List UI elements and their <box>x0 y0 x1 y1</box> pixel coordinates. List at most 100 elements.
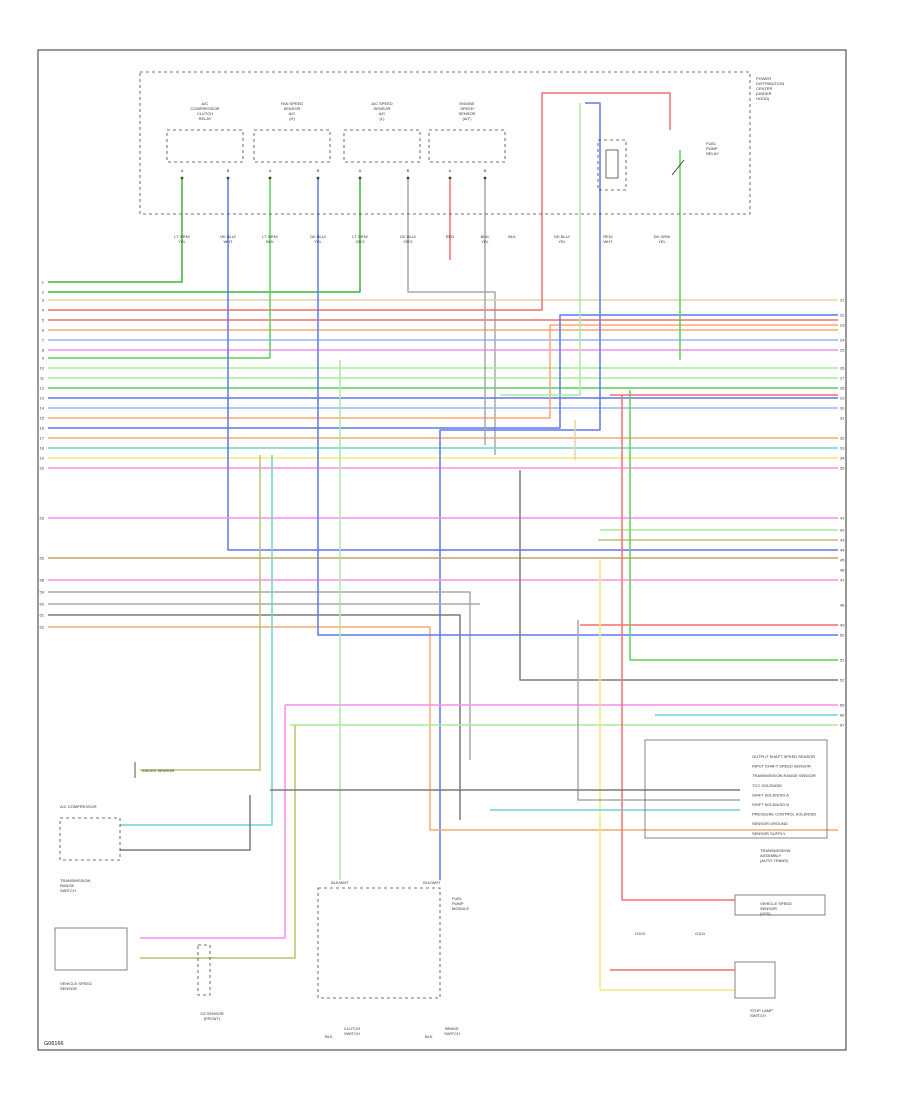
wire-w50 <box>621 395 735 901</box>
left-pin-number: 4 <box>42 308 45 313</box>
right-pin-number: 30 <box>840 406 845 411</box>
right-pin-number: 43 <box>840 538 845 543</box>
right-pin-number: 29 <box>840 396 845 401</box>
wire-w41 <box>140 455 261 771</box>
left-pin-number: 3 <box>42 298 45 303</box>
clutch-switch-label: SWITCH <box>344 1031 360 1036</box>
right-pin-number: 48 <box>840 603 845 608</box>
wire-code-top: DK GRN/ <box>654 234 672 239</box>
wire-w35 <box>629 390 838 661</box>
wire-code-top: BLK <box>508 234 516 239</box>
relay-switch <box>671 159 685 176</box>
wire-w33 <box>317 178 838 636</box>
fuel-pump-relay-label: FUEL <box>706 141 717 146</box>
pin-dot <box>226 176 230 180</box>
sensor-box-s2 <box>253 129 331 163</box>
right-pin-number: 33 <box>840 446 845 451</box>
relay-coil <box>605 149 619 179</box>
left-pin-number: 58 <box>40 578 45 583</box>
right-pin-number: 24 <box>840 338 845 343</box>
fuel-pump-module-label: MODULE <box>452 906 469 911</box>
wire-code-top: LT GRN/ <box>174 234 190 239</box>
left-pin-number: 9 <box>42 356 45 361</box>
left-pin-number: 6 <box>42 328 45 333</box>
trans-connector-label: SHIFT SOLENOID A <box>752 792 789 797</box>
wire-code-top: YEL <box>558 239 566 244</box>
right-pin-number: 42 <box>840 528 845 533</box>
fuel-pump-module-box <box>317 887 441 999</box>
right-pin-number: 51 <box>840 658 845 663</box>
fuel-pump-module-label: FUEL <box>452 896 463 901</box>
pdc-label: CENTER <box>756 86 773 91</box>
vehicle-speed-label: SENSOR <box>60 986 77 991</box>
left-pin-number: 15 <box>40 416 45 421</box>
right-pin-number: 67 <box>840 723 845 728</box>
sensor-label-s4: SENSOR <box>459 111 476 116</box>
wire-code-top: BLK/ <box>481 234 491 239</box>
pdc-label: (UNDER <box>756 91 772 96</box>
sensor-label-s3: (L) <box>380 116 386 121</box>
wire-w54 <box>577 620 740 801</box>
sensor-pin-s2: B <box>317 168 320 173</box>
sensor-pin-s1: B <box>227 168 230 173</box>
wire-w42 <box>120 455 273 826</box>
figure-ref: G06166 <box>44 1041 64 1047</box>
wire-w1 <box>48 178 183 283</box>
right-pin-number: 45 <box>840 558 845 563</box>
ground-d-label: G104 <box>695 931 706 936</box>
wire-code-top: LT GRN/ <box>262 234 278 239</box>
sensor-label-s4: ENGINE <box>459 101 475 106</box>
sensor-pin-s3: A <box>359 168 362 173</box>
wire-w2 <box>48 178 361 293</box>
vss-right-label: SENSOR <box>760 906 777 911</box>
sensor-pin-s2: A <box>269 168 272 173</box>
wire-w31 <box>48 614 461 820</box>
trans-assembly-label: (AUTO TRANS) <box>760 858 789 863</box>
wire-w23 <box>227 178 838 551</box>
left-pin-number: 55 <box>40 556 45 561</box>
pin-dot <box>406 176 410 180</box>
wire-layer <box>48 92 838 991</box>
wire-code-top: DK BLU/ <box>220 234 236 239</box>
wire-code-top: LT GRN/ <box>352 234 368 239</box>
left-pin-number: 16 <box>40 426 45 431</box>
fuel-pump-relay-label: RELAY <box>706 151 719 156</box>
right-pin-number: 27 <box>840 376 845 381</box>
right-pin-number: 34 <box>840 456 845 461</box>
right-pin-number: 26 <box>840 366 845 371</box>
wire-code-top: ORG <box>403 239 412 244</box>
o2-sensor-box <box>197 944 211 996</box>
fpm-wire-right: BLK/WHT <box>423 880 441 885</box>
left-pin-number: 61 <box>40 613 45 618</box>
left-pin-number: 62 <box>40 625 45 630</box>
trans-connector-label: OUTPUT SHAFT SPEED SENSOR <box>752 754 815 759</box>
trans-range-label: SWITCH <box>60 888 76 893</box>
clutch-switch-label: CLUTCH <box>344 1026 360 1031</box>
wire-w5 <box>48 92 671 311</box>
right-pin-number: 50 <box>840 633 845 638</box>
pdc-label: POWER <box>756 76 771 81</box>
right-pin-number: 31 <box>840 416 845 421</box>
pdc-label: DISTRIBUTION <box>756 81 784 86</box>
sensor-box-s4 <box>428 129 506 163</box>
ground-c-label: G103 <box>635 931 646 936</box>
left-pin-number: 2 <box>42 290 45 295</box>
trans-connector-label: SENSOR SUPPLY <box>752 831 786 836</box>
left-pin-number: 13 <box>40 396 45 401</box>
o2-sensor-label: (FRONT) <box>204 1016 221 1021</box>
pin-dot <box>316 176 320 180</box>
vss-right-label: VEHICLE SPEED <box>760 901 792 906</box>
trans-range-label: TRANSMISSION <box>60 878 91 883</box>
right-pin-number: 25 <box>840 348 845 353</box>
pdc-label: HOOD) <box>756 96 770 101</box>
wire-w3 <box>407 178 496 455</box>
left-pin-number: 53 <box>40 516 45 521</box>
o2-sensor-label: O2 SENSOR <box>200 1011 223 1016</box>
wire-w44 <box>140 705 286 939</box>
trans-connector-label: TRANSMISSION RANGE SENSOR <box>752 773 816 778</box>
pin-dot <box>180 176 184 180</box>
sensor-label-s2: (H) <box>289 116 295 121</box>
right-pin-number: 35 <box>840 466 845 471</box>
trans-connector-label: INPUT SHAFT SPEED SENSOR <box>752 764 811 769</box>
